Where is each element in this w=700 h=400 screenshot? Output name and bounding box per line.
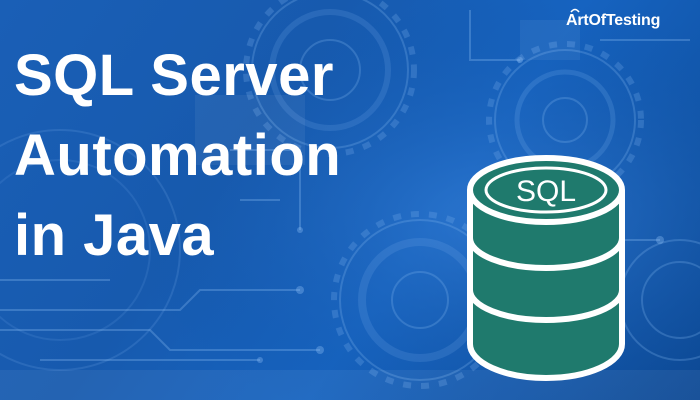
logo-mark-icon <box>570 8 580 13</box>
sql-database-icon: SQL <box>467 155 625 381</box>
headline-line-2: Automation <box>14 123 342 188</box>
sql-label: SQL <box>516 175 576 208</box>
artoftesting-logo: ArtOfTesting <box>566 12 661 29</box>
headline-line-3: in Java <box>14 203 215 268</box>
headline-line-1: SQL Server <box>14 43 334 108</box>
headline: SQL Server Automation in Java <box>14 36 341 276</box>
